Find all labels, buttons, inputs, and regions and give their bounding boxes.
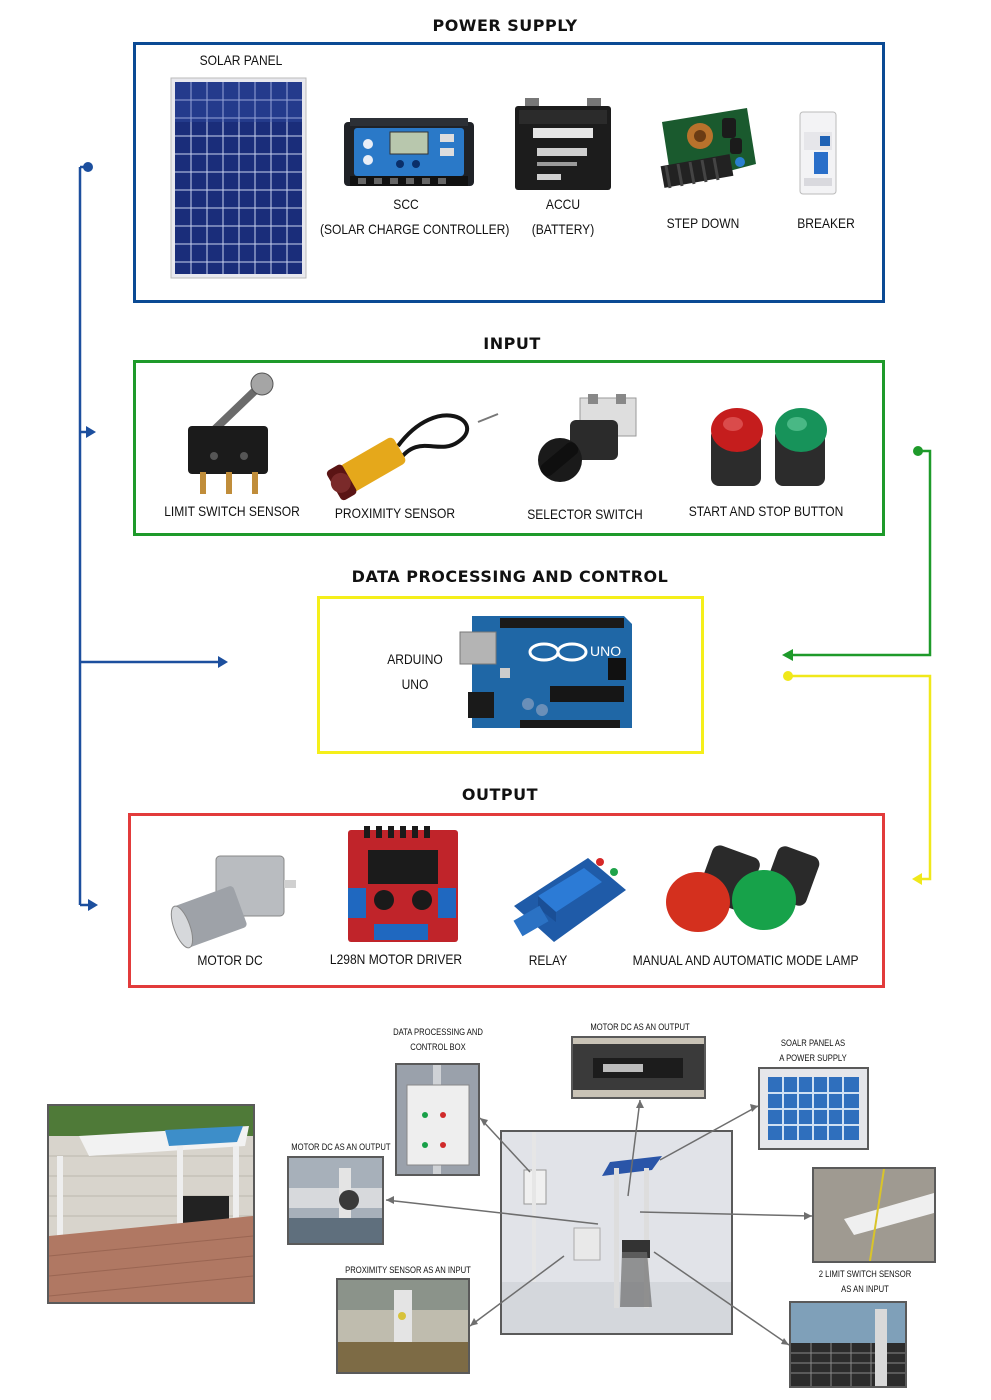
connector-lines xyxy=(78,162,932,911)
motor-left-callout: MOTOR DC AS AN OUTPUT xyxy=(291,1142,391,1152)
motor-dc-label: MOTOR DC xyxy=(197,952,263,968)
charge-controller-icon xyxy=(344,118,474,186)
control-box-photo xyxy=(395,1063,480,1176)
power-bus-dot xyxy=(83,162,93,172)
solar-panel-icon xyxy=(170,77,307,279)
step-down-label: STEP DOWN xyxy=(666,215,740,231)
battery-icon xyxy=(515,98,611,190)
control-box-callout-line1: DATA PROCESSING AND xyxy=(393,1027,483,1037)
processing-title: DATA PROCESSING AND CONTROL xyxy=(351,567,669,586)
proximity-detail-icon xyxy=(338,1280,468,1372)
solar-panel-detail-icon xyxy=(760,1069,867,1148)
mode-lamp-label: MANUAL AND AUTOMATIC MODE LAMP xyxy=(632,952,859,968)
svg-text:UNO: UNO xyxy=(590,643,621,659)
output-box xyxy=(128,813,885,988)
input-title: INPUT xyxy=(483,334,541,353)
power-supply-box xyxy=(133,42,885,303)
accu-label: ACCU xyxy=(545,196,581,212)
motor-top-photo xyxy=(571,1036,706,1099)
control-box-callout-line2: CONTROL BOX xyxy=(410,1042,466,1052)
breaker-icon xyxy=(799,111,837,195)
proximity-callout: PROXIMITY SENSOR AS AN INPUT xyxy=(345,1265,471,1275)
motor-left-photo xyxy=(287,1156,384,1245)
solar-callout-line1: SOALR PANEL AS xyxy=(780,1038,846,1048)
scc-full-label: (SOLAR CHARGE CONTROLLER) xyxy=(320,221,510,237)
gate-mesh-icon xyxy=(791,1303,905,1386)
start-stop-label: START AND STOP BUTTON xyxy=(688,503,844,519)
input-box xyxy=(133,360,885,536)
l298n-label: L298N MOTOR DRIVER xyxy=(329,951,463,967)
processing-box xyxy=(317,596,704,754)
proximity-sensor-icon xyxy=(326,413,499,501)
solar-panel-label: SOLAR PANEL xyxy=(199,52,283,68)
processing-to-output-line xyxy=(788,674,932,881)
system-3d-render xyxy=(500,1130,733,1335)
selector-switch-label: SELECTOR SWITCH xyxy=(527,506,643,522)
relay-icon xyxy=(513,858,626,942)
power-supply-title: POWER SUPPLY xyxy=(432,16,578,35)
limit-switch-icon xyxy=(188,372,274,494)
input-to-processing-line xyxy=(790,449,932,657)
motor-left-icon xyxy=(289,1158,382,1243)
battery-label: (BATTERY) xyxy=(531,221,595,237)
uno-label: UNO xyxy=(401,676,429,692)
installation-render-photo xyxy=(47,1104,255,1304)
buck-converter-icon xyxy=(660,108,756,189)
installation-render-icon xyxy=(49,1106,253,1302)
motor-icon xyxy=(170,855,296,949)
output-title: OUTPUT xyxy=(461,785,539,804)
motor-top-icon xyxy=(573,1038,704,1097)
relay-label: RELAY xyxy=(528,952,568,968)
solar-panel-photo xyxy=(758,1067,869,1150)
limit-switch-detail-photo xyxy=(812,1167,936,1263)
arduino-label: ARDUINO xyxy=(387,651,443,667)
arduino-board-icon: UNO xyxy=(459,616,632,728)
limit-switch-detail-icon xyxy=(814,1169,934,1261)
indicator-lamp-icon xyxy=(666,845,820,932)
selector-switch-icon xyxy=(538,394,637,482)
control-box-icon xyxy=(397,1065,478,1174)
limit-callout-line1: 2 LIMIT SWITCH SENSOR xyxy=(818,1269,912,1279)
scc-label: SCC xyxy=(393,196,419,212)
proximity-sensor-label: PROXIMITY SENSOR xyxy=(334,505,456,521)
solar-callout-line2: A POWER SUPPLY xyxy=(779,1053,847,1063)
callout-pointer-lines xyxy=(385,1099,813,1346)
breaker-label: BREAKER xyxy=(797,215,855,231)
push-button-icon xyxy=(711,408,827,486)
motor-top-callout: MOTOR DC AS AN OUTPUT xyxy=(590,1022,690,1032)
limit-switch-gate-photo xyxy=(789,1301,907,1388)
motor-driver-icon xyxy=(348,826,458,942)
limit-switch-label: LIMIT SWITCH SENSOR xyxy=(164,503,300,519)
limit-callout-line2: AS AN INPUT xyxy=(841,1284,889,1294)
proximity-photo xyxy=(336,1278,470,1374)
